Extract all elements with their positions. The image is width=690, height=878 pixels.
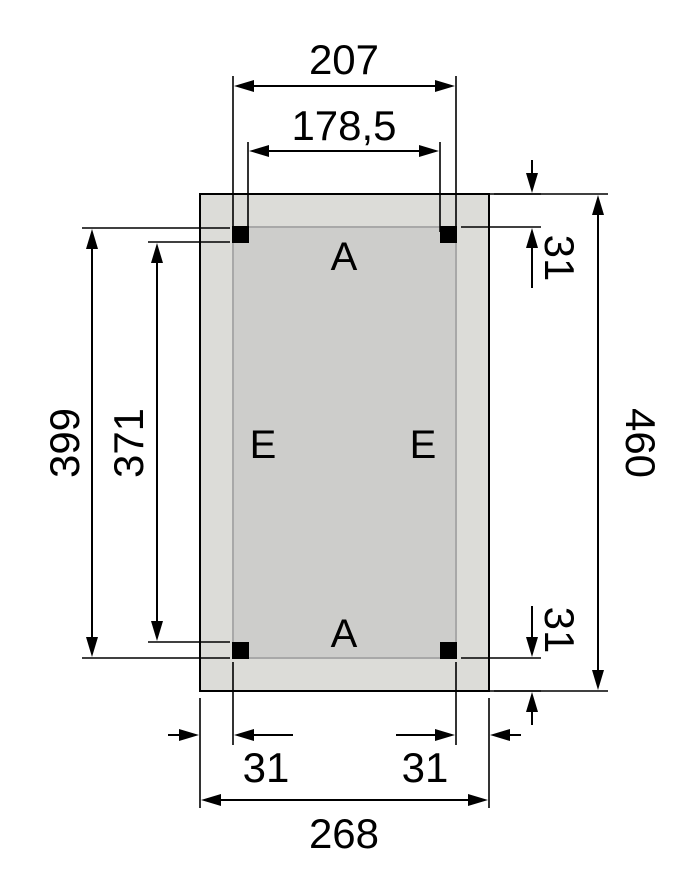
dimension-371: 371 (105, 241, 230, 643)
dimension-label-178-5: 178,5 (291, 102, 396, 149)
dimension-label-31-right-bottom: 31 (536, 607, 583, 654)
label-e-right: E (410, 423, 437, 467)
dimension-399: 399 (41, 227, 230, 659)
dimension-label-460: 460 (617, 408, 664, 478)
dimension-31-right-top: 31 (461, 160, 583, 288)
dimension-31-bottom-right: 31 (396, 662, 521, 808)
dimension-178-5: 178,5 (247, 102, 441, 232)
label-e-left: E (250, 423, 277, 467)
label-a-top: A (331, 235, 358, 279)
dimension-268: 268 (201, 794, 488, 857)
dimension-label-31-right-top: 31 (536, 235, 583, 282)
label-a-bottom: A (331, 612, 358, 656)
dimension-31-bottom-left: 31 (168, 662, 293, 808)
dimension-31-right-bottom: 31 (461, 606, 583, 725)
dimension-label-31-bottom-left: 31 (243, 744, 290, 791)
dimension-label-207: 207 (309, 36, 379, 83)
mount-point-bottom-right-icon (440, 642, 457, 659)
dimension-label-31-bottom-right: 31 (402, 744, 449, 791)
dimension-label-371: 371 (105, 408, 152, 478)
mount-point-top-right-icon (440, 226, 457, 243)
dimension-label-399: 399 (41, 408, 88, 478)
mount-point-bottom-left-icon (232, 642, 249, 659)
dimension-207: 207 (232, 36, 457, 227)
mount-point-top-left-icon (232, 226, 249, 243)
inner-area (232, 226, 457, 659)
dimension-label-268: 268 (309, 810, 379, 857)
dimension-460: 460 (489, 193, 664, 692)
